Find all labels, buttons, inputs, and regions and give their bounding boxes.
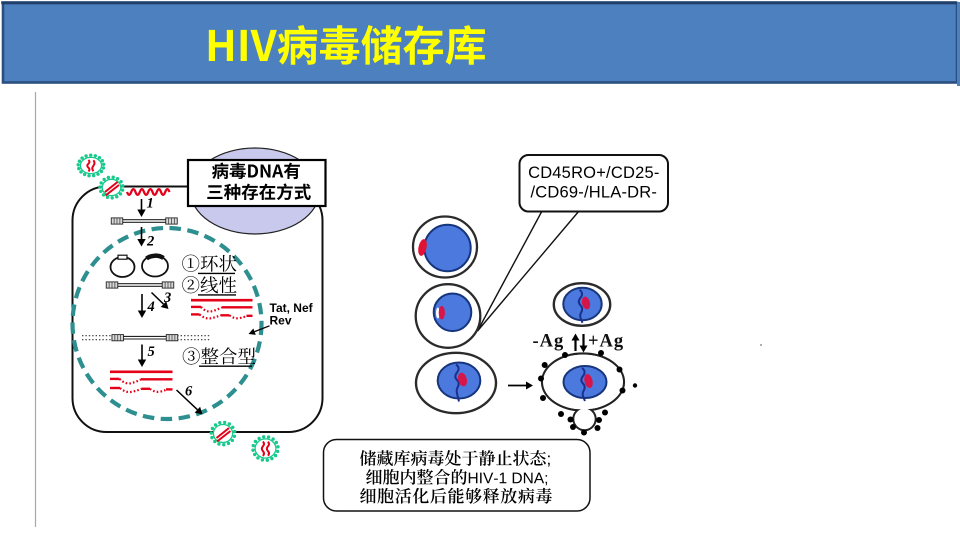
- svg-text:/CD69-/HLA-DR-: /CD69-/HLA-DR-: [531, 184, 658, 202]
- svg-text:5: 5: [148, 344, 155, 360]
- svg-text:CD45RO+/CD25-: CD45RO+/CD25-: [528, 164, 659, 182]
- svg-text:3: 3: [163, 290, 171, 306]
- svg-text:+Ag: +Ag: [588, 332, 624, 352]
- svg-text:Tat, Nef: Tat, Nef: [270, 301, 314, 315]
- svg-text:6: 6: [185, 384, 193, 400]
- svg-text:4: 4: [147, 299, 155, 315]
- svg-text:-Ag: -Ag: [533, 332, 565, 352]
- svg-text:Rev: Rev: [270, 313, 292, 327]
- svg-text:1: 1: [147, 196, 154, 212]
- svg-text:2: 2: [146, 234, 154, 250]
